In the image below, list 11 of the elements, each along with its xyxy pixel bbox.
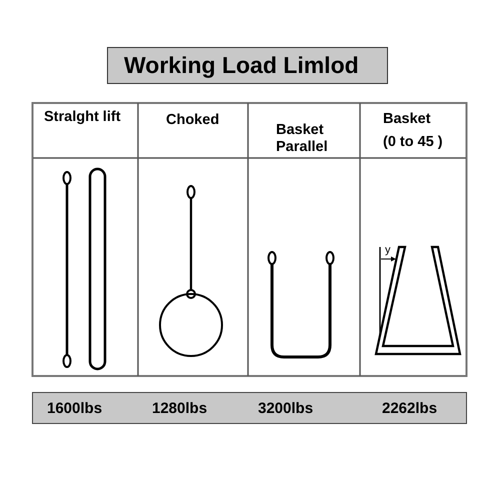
column-header: Choked — [166, 112, 220, 129]
angle-label: y — [385, 244, 390, 257]
load-value: 3200lbs — [258, 400, 314, 418]
column-header: Stralght lift — [44, 109, 121, 126]
column-header: Basket Parallel — [276, 122, 329, 156]
load-value: 1280lbs — [152, 400, 208, 418]
title: Working Load Limlod — [107, 47, 388, 84]
load-value: 2262lbs — [382, 400, 438, 418]
column-header: (0 to 45 ) — [383, 134, 443, 151]
column-header: Basket — [383, 111, 431, 128]
load-value: 1600lbs — [47, 400, 102, 418]
